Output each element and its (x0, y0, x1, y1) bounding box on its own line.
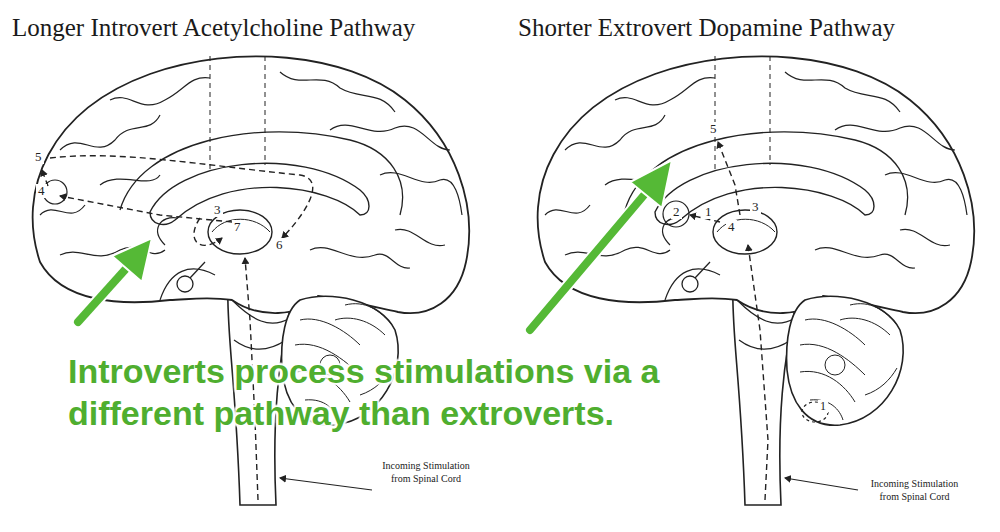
callout-number: 5 (708, 122, 719, 136)
source-note: Incoming Stimulation from Spinal Cord (376, 460, 476, 485)
panel-title: Longer Introvert Acetylcholine Pathway (12, 14, 415, 42)
callout-number: 1 (703, 205, 714, 219)
callout-number: 3 (212, 203, 223, 217)
callout-number: 7 (232, 220, 243, 234)
callout-number: 1 (818, 400, 828, 413)
callout-text: Introverts process stimulations via a di… (68, 350, 758, 434)
callout-number: 6 (274, 238, 285, 252)
callout-number: 3 (750, 200, 761, 214)
callout-number: 5 (33, 150, 44, 164)
callout-number: 2 (671, 205, 682, 219)
callout-number: 4 (36, 184, 47, 198)
panel-title: Shorter Extrovert Dopamine Pathway (518, 14, 895, 42)
source-note: Incoming Stimulation from Spinal Cord (862, 478, 967, 503)
callout-number: 4 (726, 220, 737, 234)
